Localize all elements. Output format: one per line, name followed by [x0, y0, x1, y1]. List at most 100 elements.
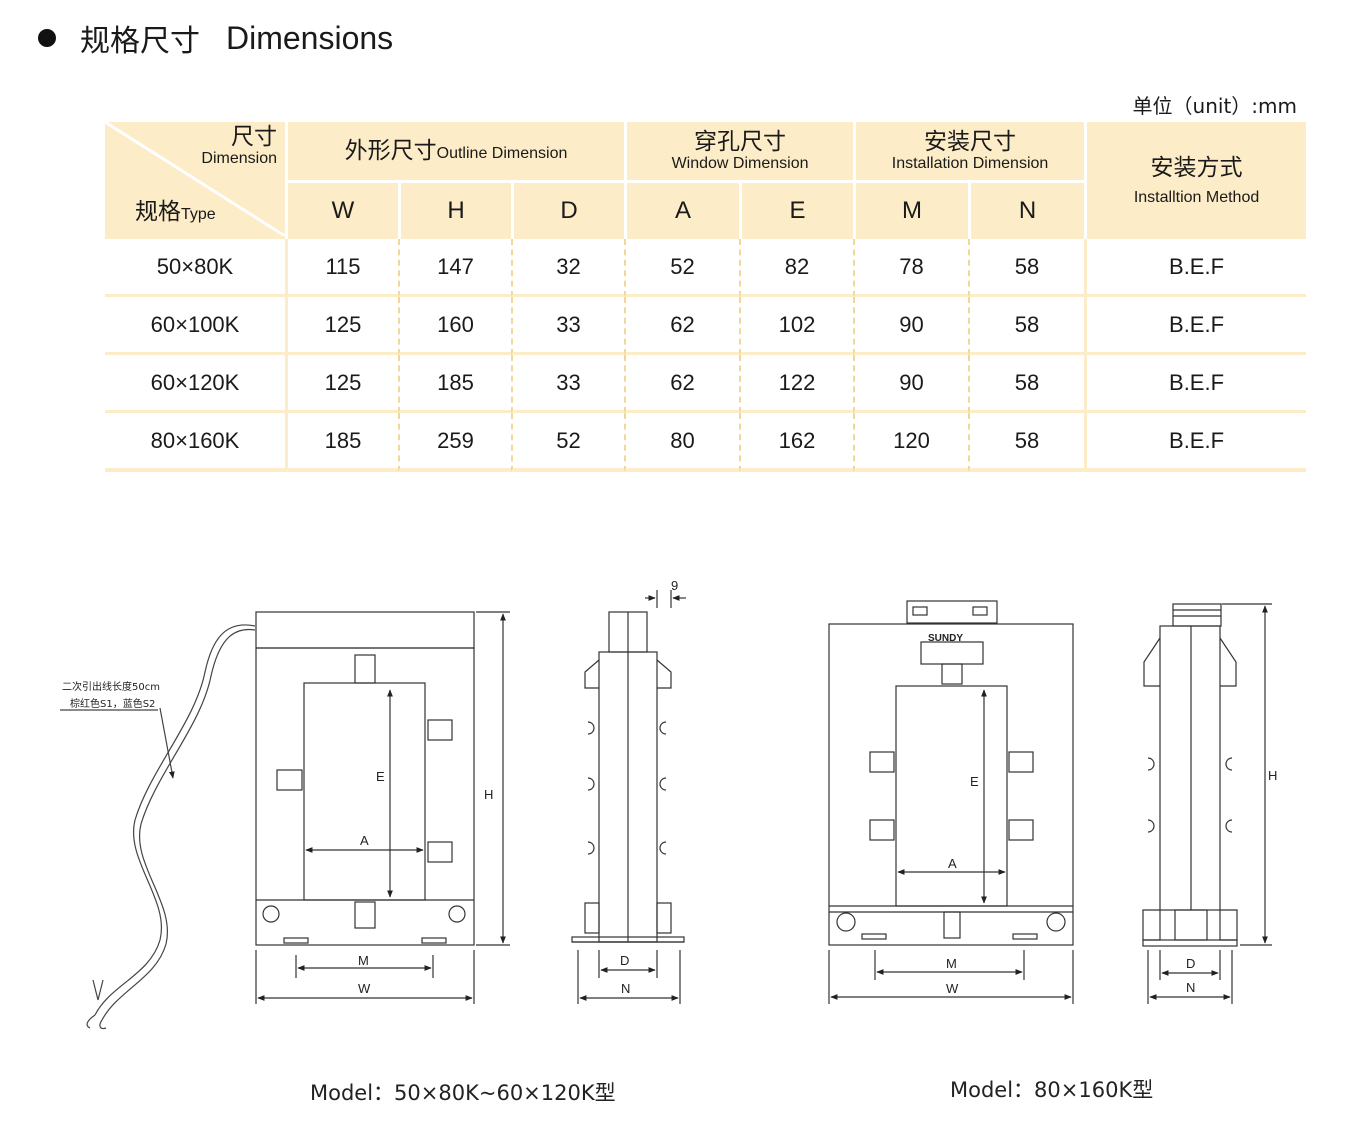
col-header-d: D: [511, 183, 625, 239]
label-a: A: [948, 856, 957, 871]
type-cell: 60×100K: [105, 297, 285, 355]
value-cell: 125: [285, 297, 398, 355]
corner-top-zh: 尺寸: [231, 124, 277, 150]
table-row: 50×80K 115 147 32 52 82 78 58 B.E.F: [105, 239, 1307, 297]
value-cell: 120: [853, 413, 969, 472]
col-header-h: H: [398, 183, 511, 239]
value-cell: 125: [285, 355, 398, 413]
group-outline-zh: 外形尺寸: [344, 138, 437, 164]
value-cell: 115: [285, 239, 398, 297]
value-cell: 62: [624, 297, 740, 355]
value-cell: 58: [968, 297, 1085, 355]
label-h: H: [484, 787, 493, 802]
value-cell: 78: [853, 239, 969, 297]
value-cell: 62: [624, 355, 740, 413]
drawing1-side-labels: 9 D N: [620, 578, 678, 996]
group-window: 穿孔尺寸 Window Dimension: [624, 122, 854, 183]
value-cell: 82: [739, 239, 854, 297]
value-cell: 90: [853, 355, 969, 413]
label-w: W: [358, 981, 371, 996]
value-cell: 33: [511, 355, 625, 413]
caption-model-1: Model：50×80K~60×120K型: [310, 1081, 616, 1105]
method-header-en: Installtion Method: [1133, 188, 1260, 206]
table-row: 60×100K 125 160 33 62 102 90 58 B.E.F: [105, 297, 1307, 355]
heading-zh: 规格尺寸: [80, 24, 200, 59]
section-heading: 规格尺寸 Dimensions: [38, 18, 394, 59]
group-outline: 外形尺寸Outline Dimension: [285, 122, 625, 183]
col-header-m: M: [853, 183, 969, 239]
label-9: 9: [671, 578, 678, 593]
drawing2-side-labels: H D N: [1186, 768, 1277, 995]
drawing1-front-view: [255, 611, 510, 1004]
value-cell: 80: [624, 413, 740, 472]
drawing1-side-view: [571, 590, 686, 1004]
group-installation-zh: 安装尺寸: [924, 129, 1017, 155]
label-e: E: [970, 774, 979, 789]
value-cell: 58: [968, 355, 1085, 413]
label-d: D: [1186, 956, 1195, 971]
caption-model-2: Model：80×160K型: [950, 1078, 1153, 1102]
value-cell: 185: [398, 355, 511, 413]
drawing2-side-view: [1142, 603, 1272, 1004]
col-header-n: N: [968, 183, 1085, 239]
value-cell: 162: [739, 413, 854, 472]
label-w: W: [946, 981, 959, 996]
brand-logo: SUNDY: [928, 633, 963, 644]
col-header-a: A: [624, 183, 740, 239]
method-cell: B.E.F: [1084, 297, 1307, 355]
value-cell: 160: [398, 297, 511, 355]
label-d: D: [620, 953, 629, 968]
method-cell: B.E.F: [1084, 413, 1307, 472]
value-cell: 122: [739, 355, 854, 413]
drawing2-labels: E A M W: [946, 774, 979, 996]
label-n: N: [621, 981, 630, 996]
dimensions-table: 尺寸 Dimension 规格Type 外形尺寸Outline Dimensio…: [105, 122, 1307, 472]
technical-drawings: E A H M W 二次引出线长度50cm 棕红色S1，蓝色S2: [60, 578, 1277, 1105]
drawing1-labels: E A H M W: [358, 769, 493, 996]
value-cell: 90: [853, 297, 969, 355]
drawing2-front-view: [828, 600, 1074, 1004]
value-cell: 33: [511, 297, 625, 355]
corner-top-en: Dimension: [201, 150, 277, 167]
group-installation-en: Installation Dimension: [891, 155, 1049, 172]
corner-bottom-zh: 规格: [135, 199, 181, 225]
method-cell: B.E.F: [1084, 355, 1307, 413]
type-cell: 60×120K: [105, 355, 285, 413]
col-header-e: E: [739, 183, 854, 239]
value-cell: 52: [624, 239, 740, 297]
value-cell: 185: [285, 413, 398, 472]
label-e: E: [376, 769, 385, 784]
unit-note: 单位（unit）:mm: [1132, 94, 1297, 118]
col-header-w: W: [285, 183, 398, 239]
group-outline-en: Outline Dimension: [436, 145, 568, 162]
method-cell: B.E.F: [1084, 239, 1307, 297]
value-cell: 58: [968, 413, 1085, 472]
method-header: 安装方式 Installtion Method: [1084, 122, 1307, 239]
group-installation: 安装尺寸 Installation Dimension: [853, 122, 1085, 183]
table-row: 80×160K 185 259 52 80 162 120 58 B.E.F: [105, 413, 1307, 472]
label-m: M: [946, 956, 957, 971]
value-cell: 147: [398, 239, 511, 297]
header-corner: 尺寸 Dimension 规格Type: [105, 122, 285, 239]
bullet-icon: [38, 29, 56, 47]
wire-note-1: 二次引出线长度50cm: [62, 680, 160, 693]
type-cell: 80×160K: [105, 413, 285, 472]
heading-en: Dimensions: [226, 19, 394, 56]
corner-bottom-en: Type: [181, 206, 216, 223]
group-window-en: Window Dimension: [671, 155, 809, 172]
group-window-zh: 穿孔尺寸: [694, 129, 787, 155]
value-cell: 259: [398, 413, 511, 472]
table-row: 60×120K 125 185 33 62 122 90 58 B.E.F: [105, 355, 1307, 413]
label-n: N: [1186, 980, 1195, 995]
value-cell: 32: [511, 239, 625, 297]
label-a: A: [360, 833, 369, 848]
method-header-zh: 安装方式: [1150, 154, 1243, 181]
label-h: H: [1268, 768, 1277, 783]
wire-note-2: 棕红色S1，蓝色S2: [70, 697, 155, 710]
value-cell: 58: [968, 239, 1085, 297]
label-m: M: [358, 953, 369, 968]
value-cell: 102: [739, 297, 854, 355]
secondary-wire: [60, 624, 256, 1030]
value-cell: 52: [511, 413, 625, 472]
corner-diagonal: [105, 122, 285, 236]
